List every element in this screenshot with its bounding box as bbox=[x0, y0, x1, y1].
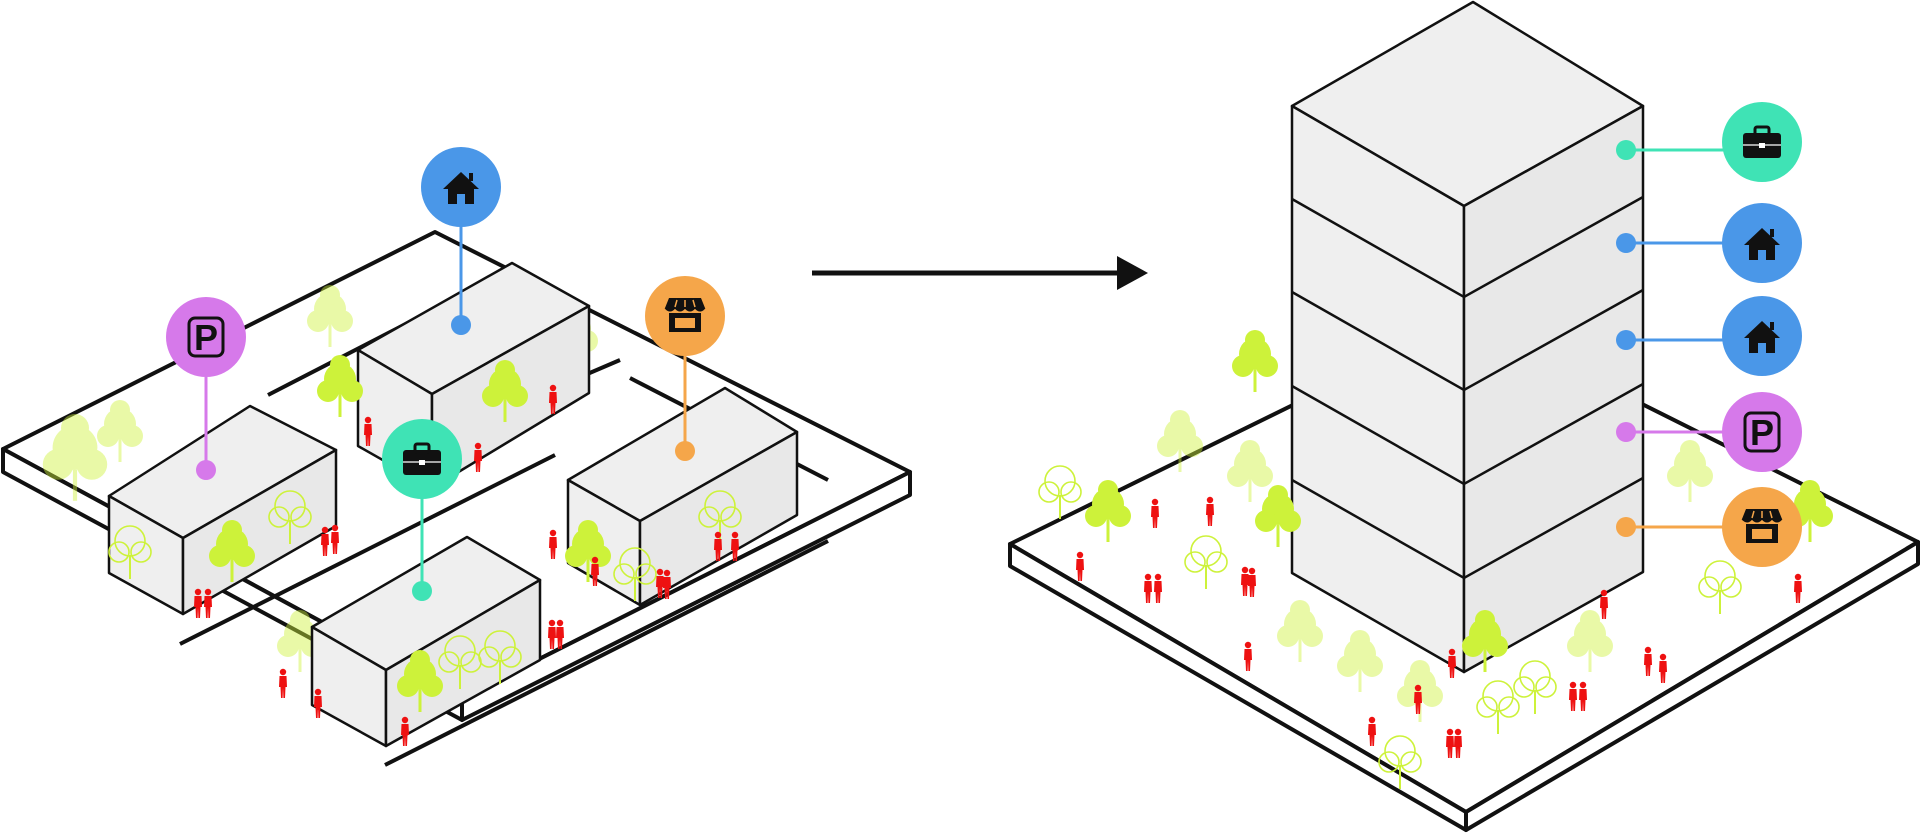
before-marker-work bbox=[382, 419, 462, 601]
after-marker-home-lower bbox=[1616, 296, 1802, 376]
storefront-icon bbox=[1741, 508, 1783, 544]
parking-letter: P bbox=[1750, 412, 1774, 453]
parking-letter: P bbox=[194, 317, 218, 358]
before-marker-parking: P bbox=[166, 297, 246, 480]
tower-floor-lines bbox=[1291, 195, 1644, 580]
before-marker-home bbox=[421, 147, 501, 335]
after-marker-work bbox=[1616, 102, 1802, 182]
before-marker-shop bbox=[645, 276, 725, 461]
before-scene: P bbox=[1, 147, 912, 767]
after-marker-shop bbox=[1616, 487, 1802, 567]
after-marker-parking: P bbox=[1616, 392, 1802, 472]
transition-arrow bbox=[812, 256, 1148, 290]
after-tower bbox=[1290, 0, 1645, 674]
storefront-icon bbox=[664, 297, 706, 333]
arrow-right-icon bbox=[1117, 256, 1148, 290]
after-marker-home-upper bbox=[1616, 203, 1802, 283]
after-scene: P bbox=[1008, 0, 1920, 832]
before-building-work bbox=[310, 535, 542, 748]
